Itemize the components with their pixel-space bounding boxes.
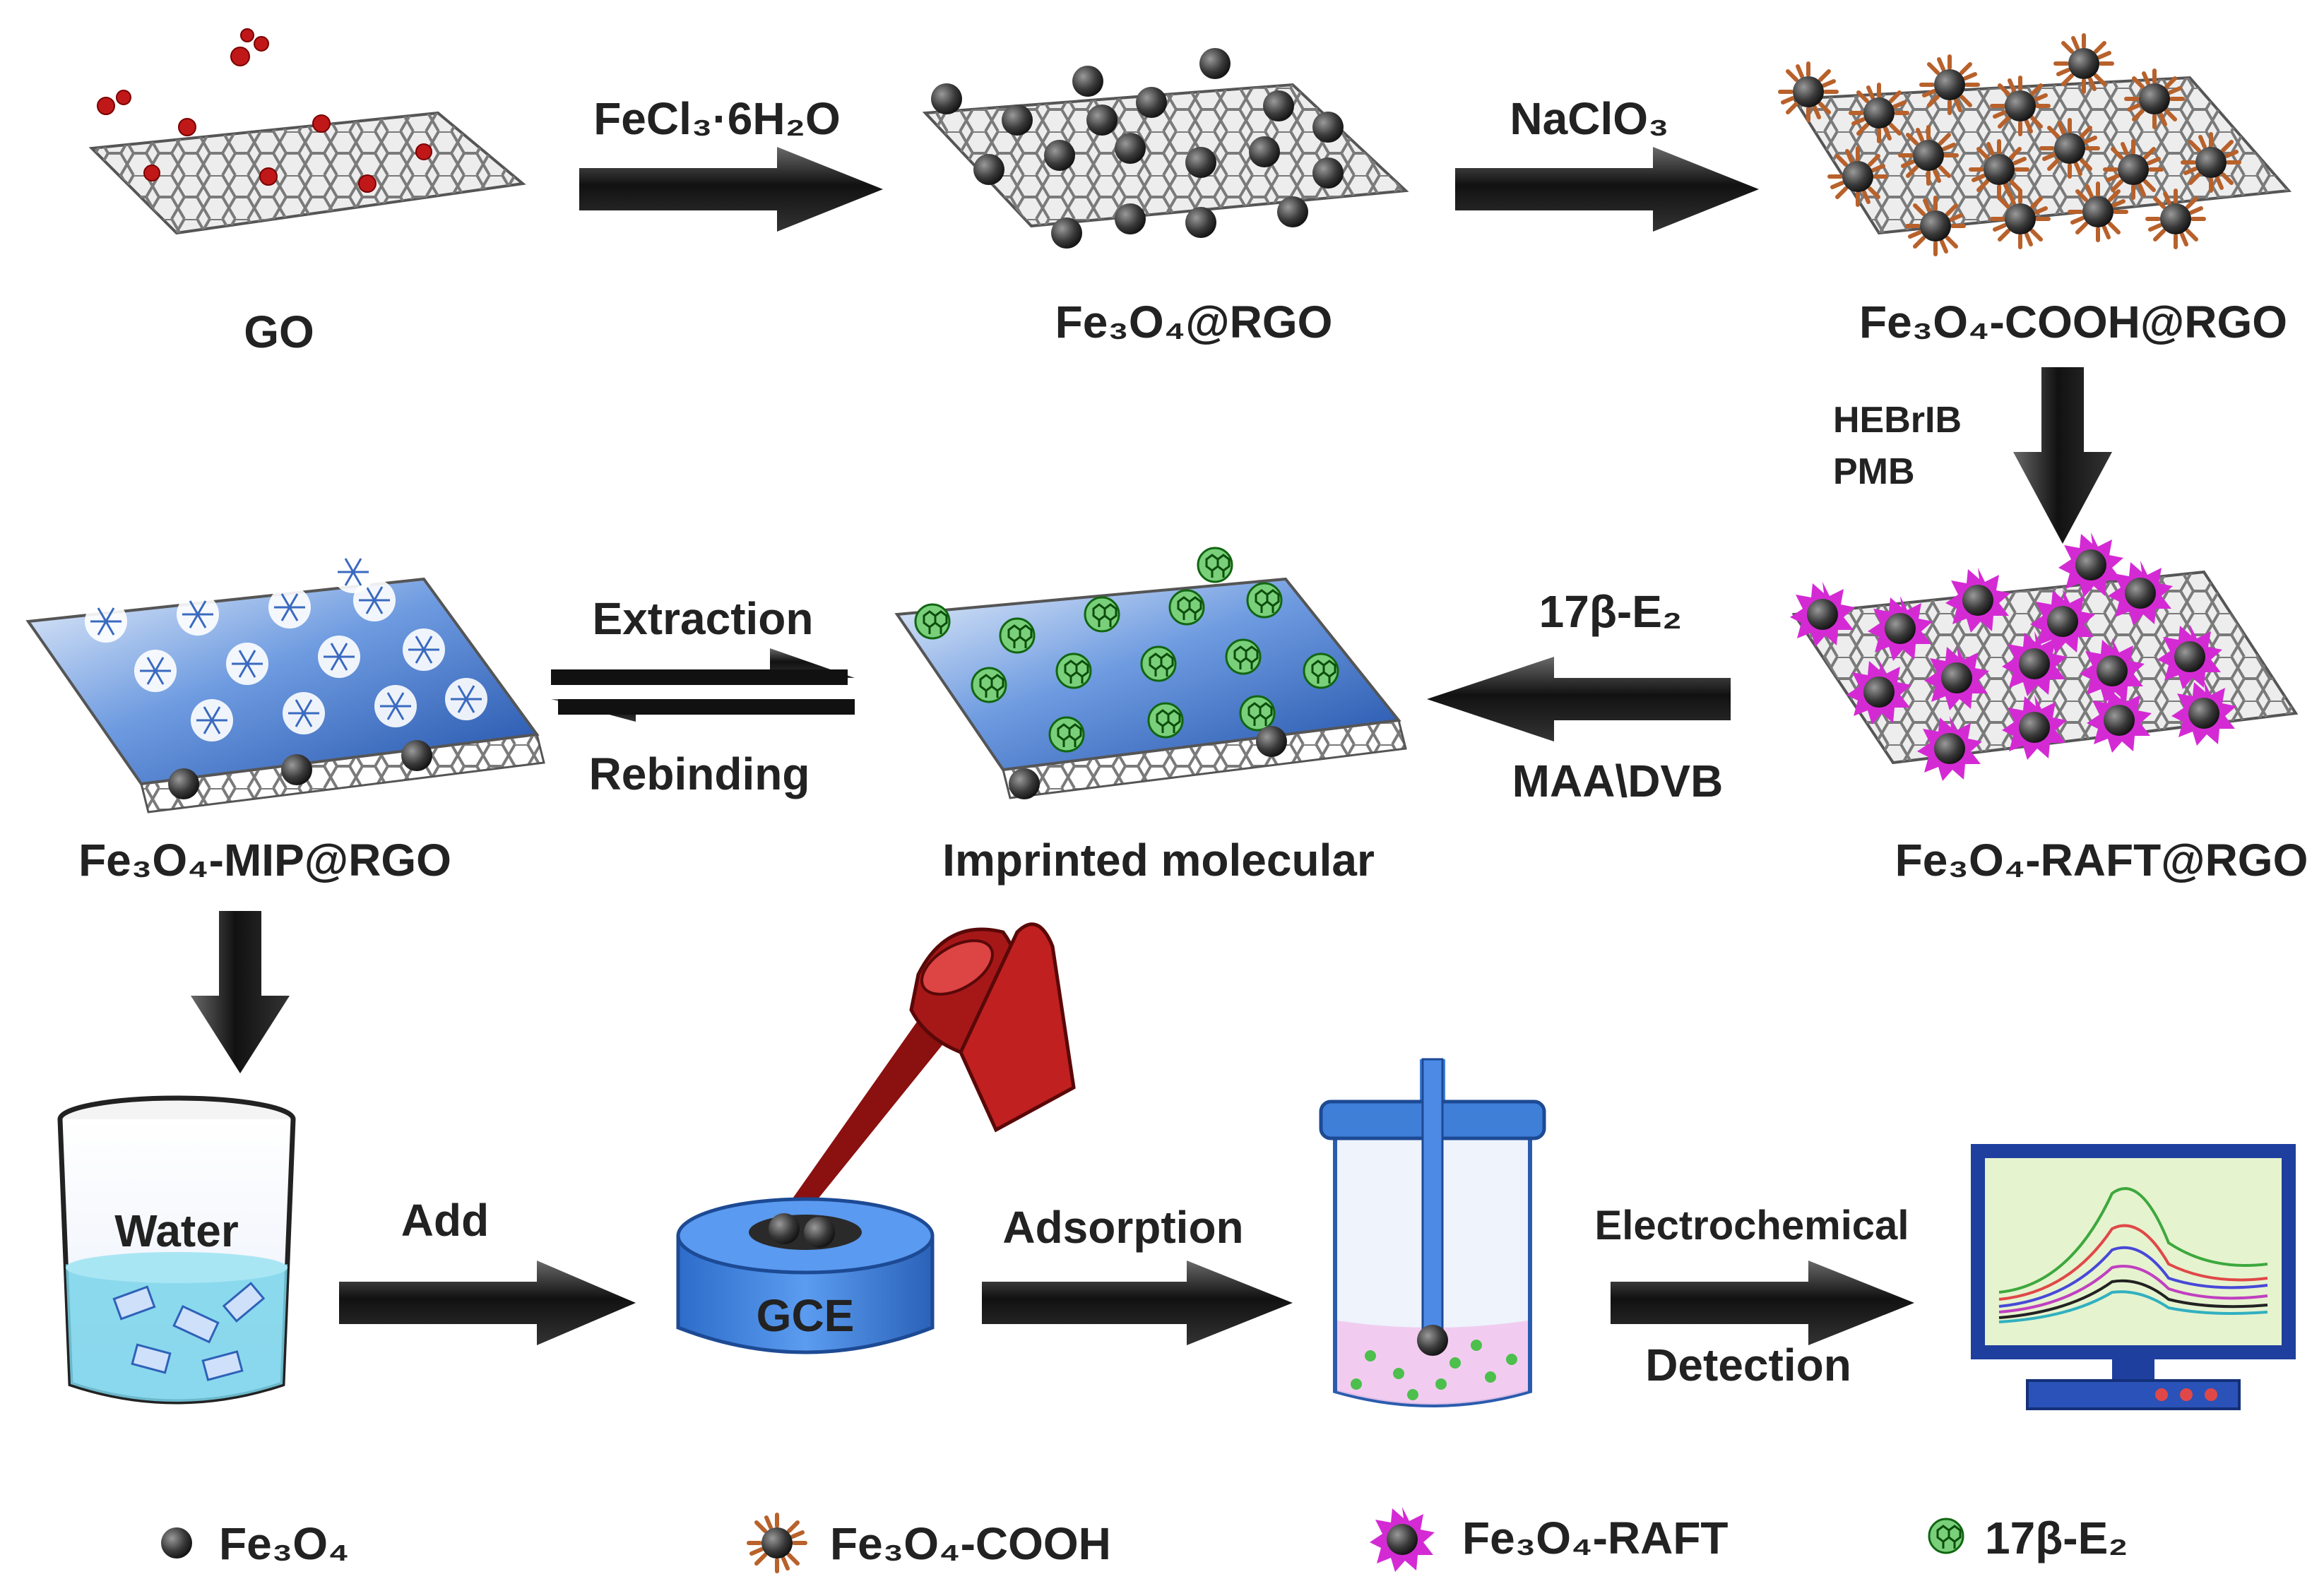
arrow-detection-label: Detection [1645, 1340, 1851, 1390]
arrow-adsorption [982, 1261, 1293, 1345]
arrow-hebrib-pmb [2013, 367, 2112, 544]
water-beaker [57, 1095, 296, 1405]
arrow-hebrib-label: HEBrIB [1833, 400, 1962, 441]
arrow-rebinding [551, 699, 855, 722]
arrow-e2-label: 17β-E₂ [1539, 586, 1683, 637]
fe3o4-rgo-label: Fe₃O₄@RGO [1055, 297, 1333, 347]
arrow-to-water [191, 911, 290, 1073]
voltammogram-curves [1998, 1187, 2268, 1323]
mip-flakes [112, 1282, 266, 1381]
arrow-naclo3-label: NaClO₃ [1510, 93, 1668, 144]
arrow-adsorption-label: Adsorption [1002, 1202, 1243, 1253]
arrow-extraction-label: Extraction [593, 593, 814, 644]
water-label: Water [114, 1205, 238, 1256]
fe3o4-dot-icon [161, 1527, 192, 1559]
fe3o4-mip-rgo-sheet [25, 549, 545, 814]
legend-fe3o4-raft: Fe₃O₄-RAFT [1370, 1507, 1729, 1572]
e2-particles [1351, 1340, 1517, 1400]
gce-electrode [676, 1197, 935, 1354]
legend-fe3o4-raft-label: Fe₃O₄-RAFT [1462, 1513, 1729, 1563]
gce-label: GCE [757, 1290, 855, 1341]
arrow-naclo3 [1455, 147, 1759, 232]
fe3o4-raft-rgo-label: Fe₃O₄-RAFT@RGO [1895, 835, 2308, 886]
go-sheet [88, 28, 526, 235]
arrow-e2-maadvb [1427, 657, 1731, 741]
oxygen-groups [97, 28, 432, 193]
electrochemical-cell [1319, 1058, 1546, 1407]
legend-fe3o4-label: Fe₃O₄ [219, 1518, 350, 1569]
fe3o4-cooh-rgo-sheet [1780, 35, 2292, 254]
arrow-electrochemical-detection [1611, 1261, 1914, 1345]
arrow-electrochemical-label: Electrochemical [1595, 1203, 1909, 1249]
fe3o4-mip-rgo-label: Fe₃O₄-MIP@RGO [78, 835, 451, 886]
monitor-icon [1971, 1144, 2296, 1410]
arrow-maadvb-label: MAA\DVB [1512, 756, 1724, 806]
legend-e2-label: 17β-E₂ [1985, 1513, 2128, 1563]
arrow-add-label: Add [401, 1195, 489, 1246]
arrow-fecl3 [579, 147, 883, 232]
arrow-fecl3-label: FeCl₃·6H₂O [593, 93, 841, 144]
fe3o4-raft-dot-icon [1370, 1507, 1435, 1572]
legend-fe3o4-cooh: Fe₃O₄-COOH [749, 1515, 1111, 1571]
fe3o4-raft-rgo-sheet [1790, 532, 2299, 781]
arrow-pmb-label: PMB [1833, 451, 1915, 492]
pipette [791, 922, 1076, 1215]
imprinted-molecular-label: Imprinted molecular [942, 835, 1375, 886]
fe3o4-cooh-dot-icon [749, 1515, 805, 1571]
arrow-add [339, 1261, 636, 1345]
legend-fe3o4-cooh-label: Fe₃O₄-COOH [830, 1518, 1111, 1569]
e2-molecule-icon [1928, 1518, 1964, 1554]
fe3o4-cooh-rgo-label: Fe₃O₄-COOH@RGO [1859, 297, 2287, 347]
imprinted-molecular-sheet [894, 547, 1407, 799]
arrow-extraction [551, 648, 855, 685]
go-label: GO [244, 306, 314, 357]
legend-e2: 17β-E₂ [1928, 1513, 2128, 1563]
arrow-rebinding-label: Rebinding [589, 749, 810, 799]
legend-fe3o4: Fe₃O₄ [161, 1518, 350, 1569]
fe3o4-rgo-sheet [922, 48, 1409, 249]
legend: Fe₃O₄ Fe₃O₄-COOH Fe₃O₄-RAFT 17β-E₂ [161, 1507, 2128, 1572]
